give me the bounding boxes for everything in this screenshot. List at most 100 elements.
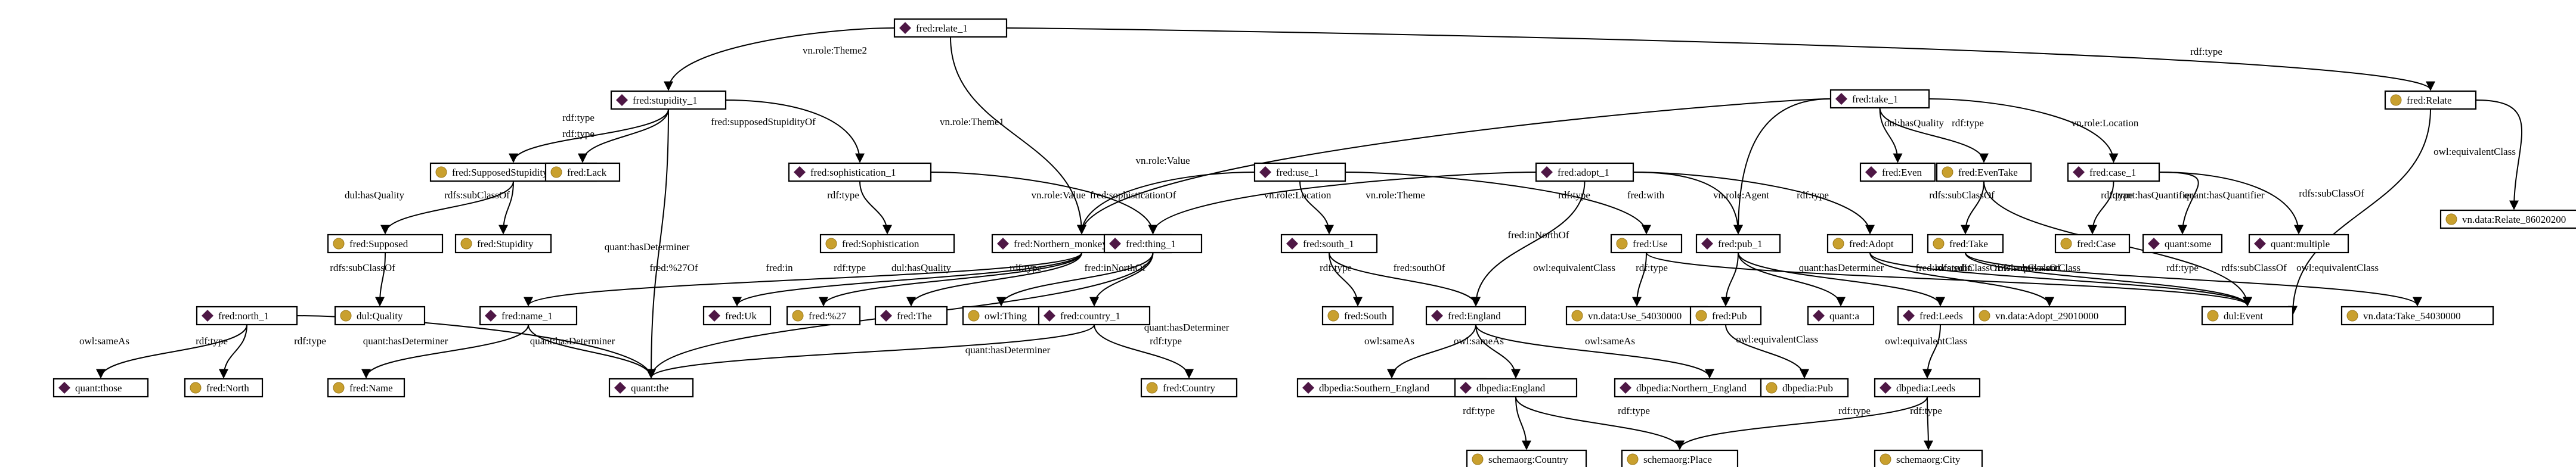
node-so-place[interactable]: schemaorg:Place <box>1621 449 1739 467</box>
node-south-1[interactable]: fred:south_1 <box>1280 234 1378 254</box>
node-label: fred:take_1 <box>1852 94 1898 105</box>
edge-dbp_Leeds-to-so_City: rdf:type <box>1910 396 1942 450</box>
node-stupidity-1[interactable]: fred:stupidity_1 <box>610 90 727 110</box>
node-label: dbpedia:Northern_England <box>1636 382 1747 394</box>
node-multiple[interactable]: quant:multiple <box>2248 234 2349 254</box>
node-england[interactable]: fred:England <box>1425 306 1527 326</box>
node-sophistication[interactable]: fred:Sophistication <box>819 234 955 254</box>
edge-line <box>1475 324 1714 379</box>
edge-line <box>1515 396 1685 450</box>
node-south[interactable]: fred:South <box>1321 306 1394 326</box>
diamond-icon <box>997 238 1009 250</box>
edge-stupidity_1-to-sophistication_1: fred:supposedStupidityOf <box>711 99 865 163</box>
edge-line <box>2475 99 2522 210</box>
node-thing[interactable]: owl:Thing <box>962 306 1041 326</box>
node-adopt-1[interactable]: fred:adopt_1 <box>1535 162 1634 182</box>
node-relate[interactable]: fred:Relate <box>2384 90 2477 110</box>
circle-icon <box>1146 382 1158 394</box>
node-use-1[interactable]: fred:use_1 <box>1253 162 1346 182</box>
edge-label: vn.role:Agent <box>1713 189 1769 201</box>
node-so-city[interactable]: schemaorg:City <box>1874 449 1983 467</box>
node-label: vn.data:Use_54030000 <box>1588 310 1682 322</box>
node-some[interactable]: quant:some <box>2142 234 2223 254</box>
node-supposed[interactable]: fred:Supposed <box>327 234 444 254</box>
node-take-1[interactable]: fred:take_1 <box>1829 89 1930 109</box>
node-eventake[interactable]: fred:EvenTake <box>1936 162 2032 182</box>
node-vn-use[interactable]: vn.data:Use_54030000 <box>1565 306 1708 326</box>
node-north[interactable]: fred:North <box>184 378 264 398</box>
node-the[interactable]: quant:the <box>608 378 694 398</box>
edge-line <box>1475 324 1521 379</box>
circle-icon <box>2346 310 2358 322</box>
diamond-icon <box>1701 238 1713 250</box>
circle-icon <box>460 238 472 250</box>
node-uk[interactable]: fred:Uk <box>702 306 772 326</box>
node-stupidity[interactable]: fred:Stupidity <box>454 234 552 254</box>
node-lack[interactable]: fred:Lack <box>544 162 621 182</box>
node-north-1[interactable]: fred:north_1 <box>196 306 298 326</box>
node-pub-1[interactable]: fred:pub_1 <box>1695 234 1781 254</box>
node-label: fred:Take <box>1949 238 1988 250</box>
edge-line <box>1077 172 1255 235</box>
node-event[interactable]: dul:Event <box>2201 306 2294 326</box>
edge-label: vn.role:Value <box>1135 155 1190 166</box>
node-those[interactable]: quant:those <box>52 378 149 398</box>
node-name[interactable]: fred:Name <box>327 378 405 398</box>
edge-line <box>646 324 1095 379</box>
node-quant-a[interactable]: quant:a <box>1807 306 1875 326</box>
edge-line <box>1089 252 1154 307</box>
node-case[interactable]: fred:Case <box>2054 234 2131 254</box>
edge-Northern_monkey-to-Uk: fred:in <box>732 252 1082 307</box>
node-vn-adopt[interactable]: vn.data:Adopt_29010000 <box>1973 306 2126 326</box>
node-box <box>327 234 444 254</box>
node-box <box>1038 306 1151 326</box>
node-the[interactable]: fred:The <box>874 306 948 326</box>
edge-adopt_1-to-England: fred:inNorthOf <box>1471 180 1586 307</box>
node-label: quant:those <box>75 382 122 394</box>
diamond-icon <box>2254 238 2266 250</box>
node-name-1[interactable]: fred:name_1 <box>479 306 578 326</box>
node-dbp-england[interactable]: dbpedia:England <box>1454 378 1578 398</box>
circle-icon <box>2207 310 2219 322</box>
node-adopt[interactable]: fred:Adopt <box>1826 234 1914 254</box>
node-label: vn.data:Take_54030000 <box>2363 310 2461 322</box>
node-leeds[interactable]: fred:Leeds <box>1897 306 1984 326</box>
node-quality[interactable]: dul:Quality <box>334 306 426 326</box>
node-label: dul:Event <box>2224 310 2263 322</box>
node-sophistication-1[interactable]: fred:sophistication_1 <box>788 162 932 182</box>
node-case-1[interactable]: fred:case_1 <box>2067 162 2160 182</box>
node-vn-take[interactable]: vn.data:Take_54030000 <box>2340 306 2494 326</box>
node-vn-relate[interactable]: vn.data:Relate_86020200 <box>2439 209 2576 229</box>
edge-pub_1-to-quant_a: quant:hasDeterminer <box>1738 252 1884 307</box>
edge-label: fred:southOf <box>1394 262 1445 273</box>
circle-icon <box>1942 166 1953 178</box>
edge-line <box>2159 172 2303 235</box>
diamond-icon <box>1044 310 1055 322</box>
node-thing-1[interactable]: fred:thing_1 <box>1103 234 1203 254</box>
node-country[interactable]: fred:Country <box>1140 378 1238 398</box>
diamond-icon <box>2073 166 2085 178</box>
node-dbp-pub[interactable]: dbpedia:Pub <box>1760 378 1849 398</box>
edge-label: quant:hasDeterminer <box>363 335 448 347</box>
diamond-icon <box>1460 382 1472 394</box>
node-even[interactable]: fred:Even <box>1859 162 1936 182</box>
node-label: fred:Uk <box>725 310 757 322</box>
edge-label: fred:with <box>1627 189 1665 201</box>
node-box <box>1454 378 1578 398</box>
node-relate-1[interactable]: fred:relate_1 <box>893 18 1008 38</box>
edge-line <box>1869 252 2252 307</box>
edge-line <box>1329 252 1481 307</box>
edge-line <box>578 108 669 163</box>
node-so-country[interactable]: schemaorg:Country <box>1466 449 1587 467</box>
node-p27[interactable]: fred:%27 <box>786 306 861 326</box>
node-box <box>1874 378 1981 398</box>
node-dbp-leeds[interactable]: dbpedia:Leeds <box>1874 378 1981 398</box>
edge-label: vn.role:Theme2 <box>803 45 867 56</box>
edge-Use-to-Event: rdfs:subClassOf <box>1646 252 2252 307</box>
node-take[interactable]: fred:Take <box>1927 234 2004 254</box>
edge-label: quant:hasDeterminer <box>530 335 615 347</box>
node-pub[interactable]: fred:Pub <box>1689 306 1762 326</box>
edge-label: owl:equivalentClass <box>1533 262 1615 273</box>
node-use[interactable]: fred:Use <box>1610 234 1683 254</box>
node-country-1[interactable]: fred:country_1 <box>1038 306 1151 326</box>
